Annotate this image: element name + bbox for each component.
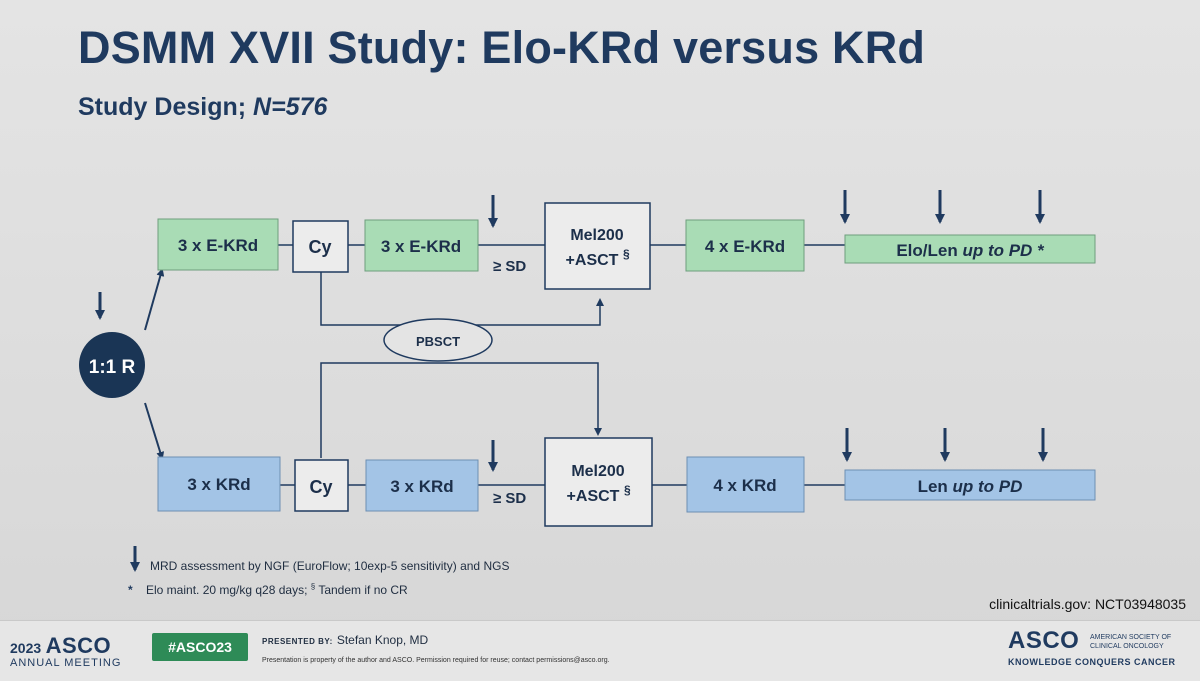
hashtag-badge: #ASCO23 [152,633,248,661]
bottom-transplant-line1: Mel200 [571,463,624,480]
bottom-response-label: ≥ SD [493,490,526,507]
top-induction1-box [157,218,279,271]
top-induction2-label: 3 x E-KRd [381,237,461,256]
top-maintenance-label: Elo/Len up to PD * [896,241,1045,260]
bottom-transplant-box [544,437,653,527]
bottom-consolidation-box [686,456,805,513]
top-response-label: ≥ SD [493,258,526,275]
bottom-transplant-mark: § [624,483,631,497]
top-maintenance-box [844,234,1096,264]
study-design-diagram: 1:1 R PBSCT 3 x E-KRd Cy 3 x E-KRd ≥ SD … [79,190,1096,572]
top-cy-box [292,220,349,273]
pbsct-label: PBSCT [416,334,460,349]
bottom-cy-label: Cy [309,477,332,497]
top-induction1-label: 3 x E-KRd [178,236,258,255]
bottom-induction1-box [157,456,281,512]
top-consolidation-label: 4 x E-KRd [705,237,785,256]
slide-subtitle: Study Design; N=576 [78,93,327,122]
legend-star-icon: * [128,583,133,597]
randomization-circle [79,332,145,398]
top-transplant-line2: +ASCT [566,252,619,269]
top-transplant-box [544,202,651,290]
disclaimer: Presentation is property of the author a… [262,657,610,664]
top-transplant-line1: Mel200 [570,227,623,244]
presented-by: PRESENTED BY:Stefan Knop, MD [262,633,429,647]
legend-elo: *Elo maint. 20 mg/kg q28 days; § Tandem … [128,582,408,597]
top-consolidation-box [685,219,805,272]
bottom-induction2-label: 3 x KRd [390,477,453,496]
bottom-maintenance-label: Len up to PD [918,477,1023,496]
subtitle-text: Study Design; [78,93,254,121]
top-cy-label: Cy [308,237,331,257]
arm-bottom-arrow [144,402,165,460]
asco-meeting-logo: 2023 ASCO ANNUAL MEETING [10,633,122,669]
subtitle-n: N=576 [253,93,328,121]
footer: 2023 ASCO ANNUAL MEETING #ASCO23 PRESENT… [0,620,1200,681]
bottom-consolidation-label: 4 x KRd [713,476,776,495]
bottom-induction2-box [365,459,479,512]
bottom-maintenance-box [844,469,1096,501]
bottom-transplant-line2: +ASCT [567,488,620,505]
arm-top-arrow [144,268,165,331]
top-transplant-mark: § [623,247,630,261]
randomization-label: 1:1 R [89,357,136,378]
pbsct-ellipse [383,318,493,362]
top-induction2-box [364,219,479,272]
clinicaltrials-id: clinicaltrials.gov: NCT03948035 [989,596,1186,612]
slide-title: DSMM XVII Study: Elo-KRd versus KRd [78,22,926,73]
legend-mrd: MRD assessment by NGF (EuroFlow; 10exp-5… [150,559,510,573]
bottom-induction1-label: 3 x KRd [187,475,250,494]
bottom-cy-box [294,459,349,512]
